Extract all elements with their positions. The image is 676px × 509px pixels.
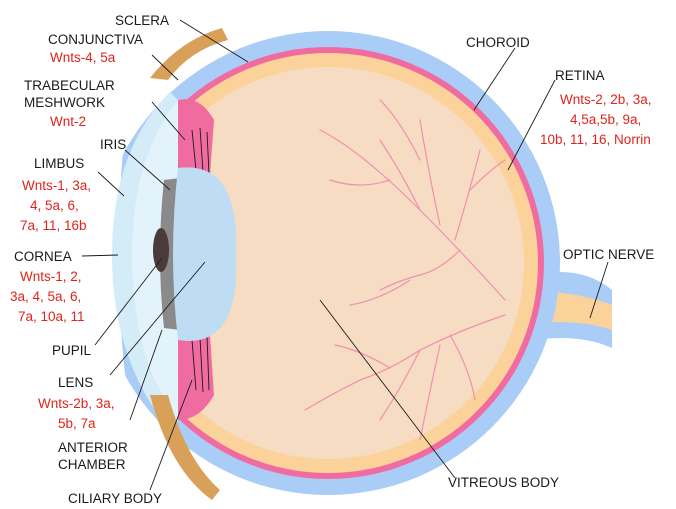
label-sclera: SCLERA [115,13,169,28]
genes-conjunctiva: Wnts-4, 5a [50,50,116,65]
genes-cornea-1: Wnts-1, 2, [20,269,82,284]
label-anterior-2: CHAMBER [58,457,126,472]
genes-lens-1: Wnts-2b, 3a, [38,396,115,411]
label-anterior-1: ANTERIOR [58,440,128,455]
label-optic-nerve: OPTIC NERVE [563,247,654,262]
label-retina: RETINA [555,68,605,83]
genes-retina-2: 4,5a,5b, 9a, [570,112,641,127]
label-limbus: LIMBUS [34,156,84,171]
genes-cornea-3: 7a, 10a, 11 [18,309,85,324]
label-lens: LENS [58,375,93,390]
genes-lens-2: 5b, 7a [58,416,96,431]
label-conjunctiva: CONJUNCTIVA [48,32,143,47]
genes-limbus-3: 7a, 11, 16b [20,218,87,233]
label-trabecular-2: MESHWORK [24,95,105,110]
genes-retina-1: Wnts-2, 2b, 3a, [560,92,652,107]
label-pupil: PUPIL [52,343,92,358]
lens [173,167,236,341]
genes-limbus-2: 4, 5a, 6, [30,198,79,213]
label-trabecular-1: TRABECULAR [24,78,115,93]
genes-cornea-2: 3a, 4, 5a, 6, [10,289,81,304]
label-choroid: CHOROID [466,35,530,50]
label-vitreous-body: VITREOUS BODY [448,475,559,490]
genes-limbus-1: Wnts-1, 3a, [22,178,91,193]
label-iris: IRIS [100,137,126,152]
label-cornea: CORNEA [14,249,72,264]
genes-trabecular: Wnt-2 [50,114,86,129]
genes-retina-3: 10b, 11, 16, Norrin [540,132,651,147]
pupil [153,228,169,272]
label-ciliary-body: CILIARY BODY [68,491,162,506]
